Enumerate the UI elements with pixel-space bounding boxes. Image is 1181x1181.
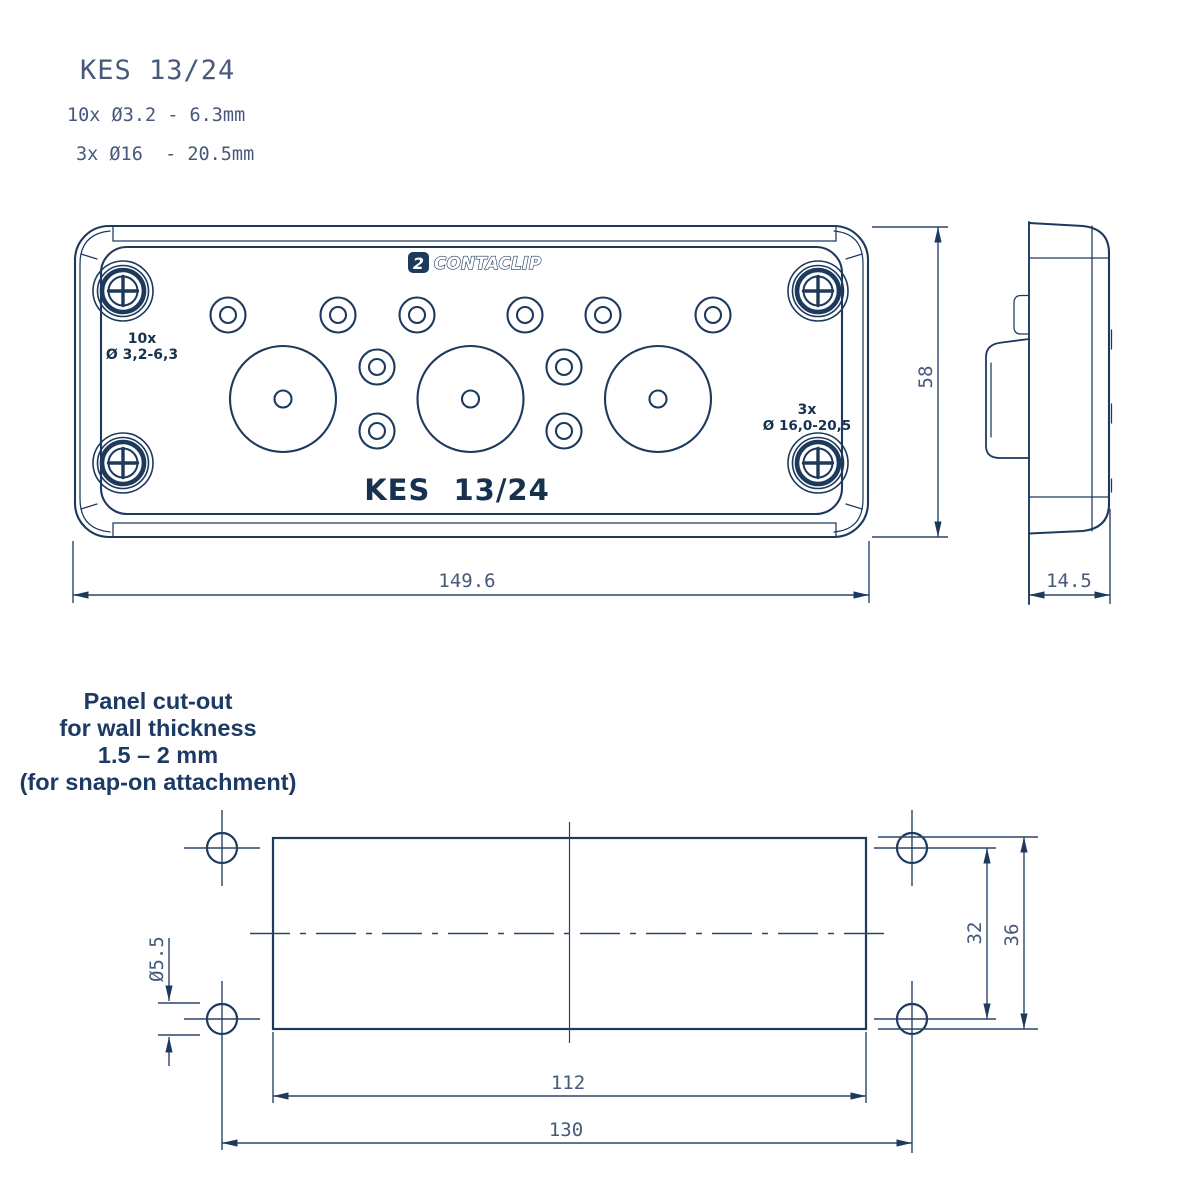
body-outline — [1027, 221, 1111, 535]
mounting-hole-top-left — [184, 810, 260, 886]
width-dimension-value: 149.6 — [438, 570, 495, 592]
cap-parting-lines — [1028, 257, 1110, 498]
upper-snap-latch — [1013, 294, 1030, 335]
screw-top-right — [788, 261, 848, 321]
large-ports — [228, 344, 713, 454]
mounting-hole-bottom-left — [184, 981, 260, 1150]
product-label: KES 13/24 — [364, 473, 550, 507]
spec-large-holes: 3x Ø16 - 20.5mm — [76, 144, 254, 165]
logo-mark-box — [408, 252, 429, 273]
housing-outline — [73, 224, 870, 539]
spec-small-holes: 10x Ø3.2 - 6.3mm — [67, 105, 245, 126]
cutout-height-dimension: 36 — [878, 836, 1038, 1030]
title-block: KES 13/24 10x Ø3.2 - 6.3mm 3x Ø16 - 20.5… — [67, 55, 254, 165]
cutout-heading-line3: 1.5 – 2 mm — [98, 742, 218, 768]
small-grommets — [209, 296, 732, 450]
cutout-heading-line1: Panel cut-out — [84, 688, 233, 714]
depth-dimension-value: 14.5 — [1046, 570, 1092, 592]
large-holes-label-count: 3x — [798, 402, 817, 418]
lower-snap-latch — [985, 338, 1030, 459]
screw-bottom-right — [788, 433, 848, 493]
hole-spacing-height-value: 32 — [964, 922, 986, 945]
front-view-dimensions: 149.6 58 — [72, 226, 948, 603]
hole-diameter-dimension: Ø5.5 — [146, 936, 200, 1066]
hole-diameter-value: Ø5.5 — [146, 936, 168, 982]
logo-mark: 2 — [413, 254, 424, 273]
rim-lines — [112, 240, 837, 524]
cutout-width-value: 112 — [551, 1072, 585, 1094]
screw-bottom-left — [93, 433, 153, 493]
small-holes-label-count: 10x — [128, 331, 157, 347]
side-view: 14.5 — [985, 221, 1113, 605]
hole-spacing-height-dimension: 32 — [964, 848, 991, 1019]
cutout-heading: Panel cut-out for wall thickness 1.5 – 2… — [20, 688, 297, 795]
cutout-width-dimension: 112 — [272, 1032, 867, 1103]
face-plate-outline — [99, 245, 844, 516]
logo-wordmark: CONTACLIP — [434, 254, 542, 273]
front-view: 2 CONTACLIP 10x Ø 3,2-6,3 — [73, 224, 870, 539]
hole-spacing-width-value: 130 — [549, 1119, 583, 1141]
cutout-heading-line2: for wall thickness — [59, 715, 256, 741]
height-dimension-value: 58 — [915, 366, 937, 389]
screw-top-left — [93, 261, 153, 321]
rim-connectors — [112, 226, 837, 538]
brand-logo: 2 CONTACLIP — [408, 252, 542, 274]
left-side-contour — [79, 230, 111, 533]
cutout-height-value: 36 — [1001, 924, 1023, 947]
corner-marks — [80, 253, 863, 510]
mounting-hole-top-right — [874, 810, 996, 886]
cutout-heading-line4: (for snap-on attachment) — [20, 769, 297, 795]
hole-spacing-width-dimension: 130 — [222, 1119, 912, 1147]
mounting-hole-bottom-right — [874, 981, 996, 1153]
small-holes-label-range: Ø 3,2-6,3 — [106, 347, 178, 363]
cutout-view: Ø5.5 32 36 112 130 — [146, 810, 1038, 1153]
drawing-title: KES 13/24 — [80, 55, 235, 86]
right-side-contour — [833, 230, 864, 533]
large-holes-label-range: Ø 16,0-20,5 — [763, 418, 851, 434]
